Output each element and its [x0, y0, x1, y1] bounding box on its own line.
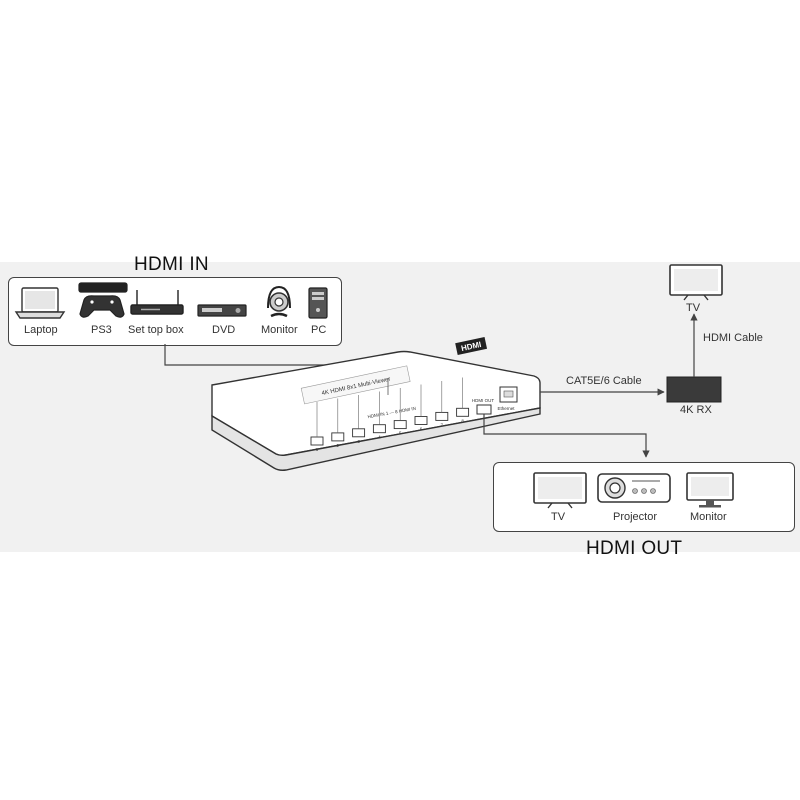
hdmi-in-title: HDMI IN [134, 254, 209, 275]
pc-label: PC [311, 324, 327, 336]
hdmi-out-title: HDMI OUT [586, 538, 683, 559]
ps3-label: PS3 [91, 324, 112, 336]
set-top-box-label: Set top box [128, 324, 184, 336]
projector-label: Projector [613, 511, 658, 523]
monitor-out-label: Monitor [690, 511, 727, 523]
hdmi-cable-label: HDMI Cable [703, 332, 763, 344]
tv-out-label: TV [551, 511, 566, 523]
cat-cable-label: CAT5E/6 Cable [566, 375, 642, 387]
monitor-in-label: Monitor [261, 324, 298, 336]
dvd-label: DVD [212, 324, 236, 336]
tv-rx-label: TV [686, 302, 701, 314]
rx-label: 4K RX [680, 404, 712, 416]
laptop-label: Laptop [24, 324, 58, 336]
